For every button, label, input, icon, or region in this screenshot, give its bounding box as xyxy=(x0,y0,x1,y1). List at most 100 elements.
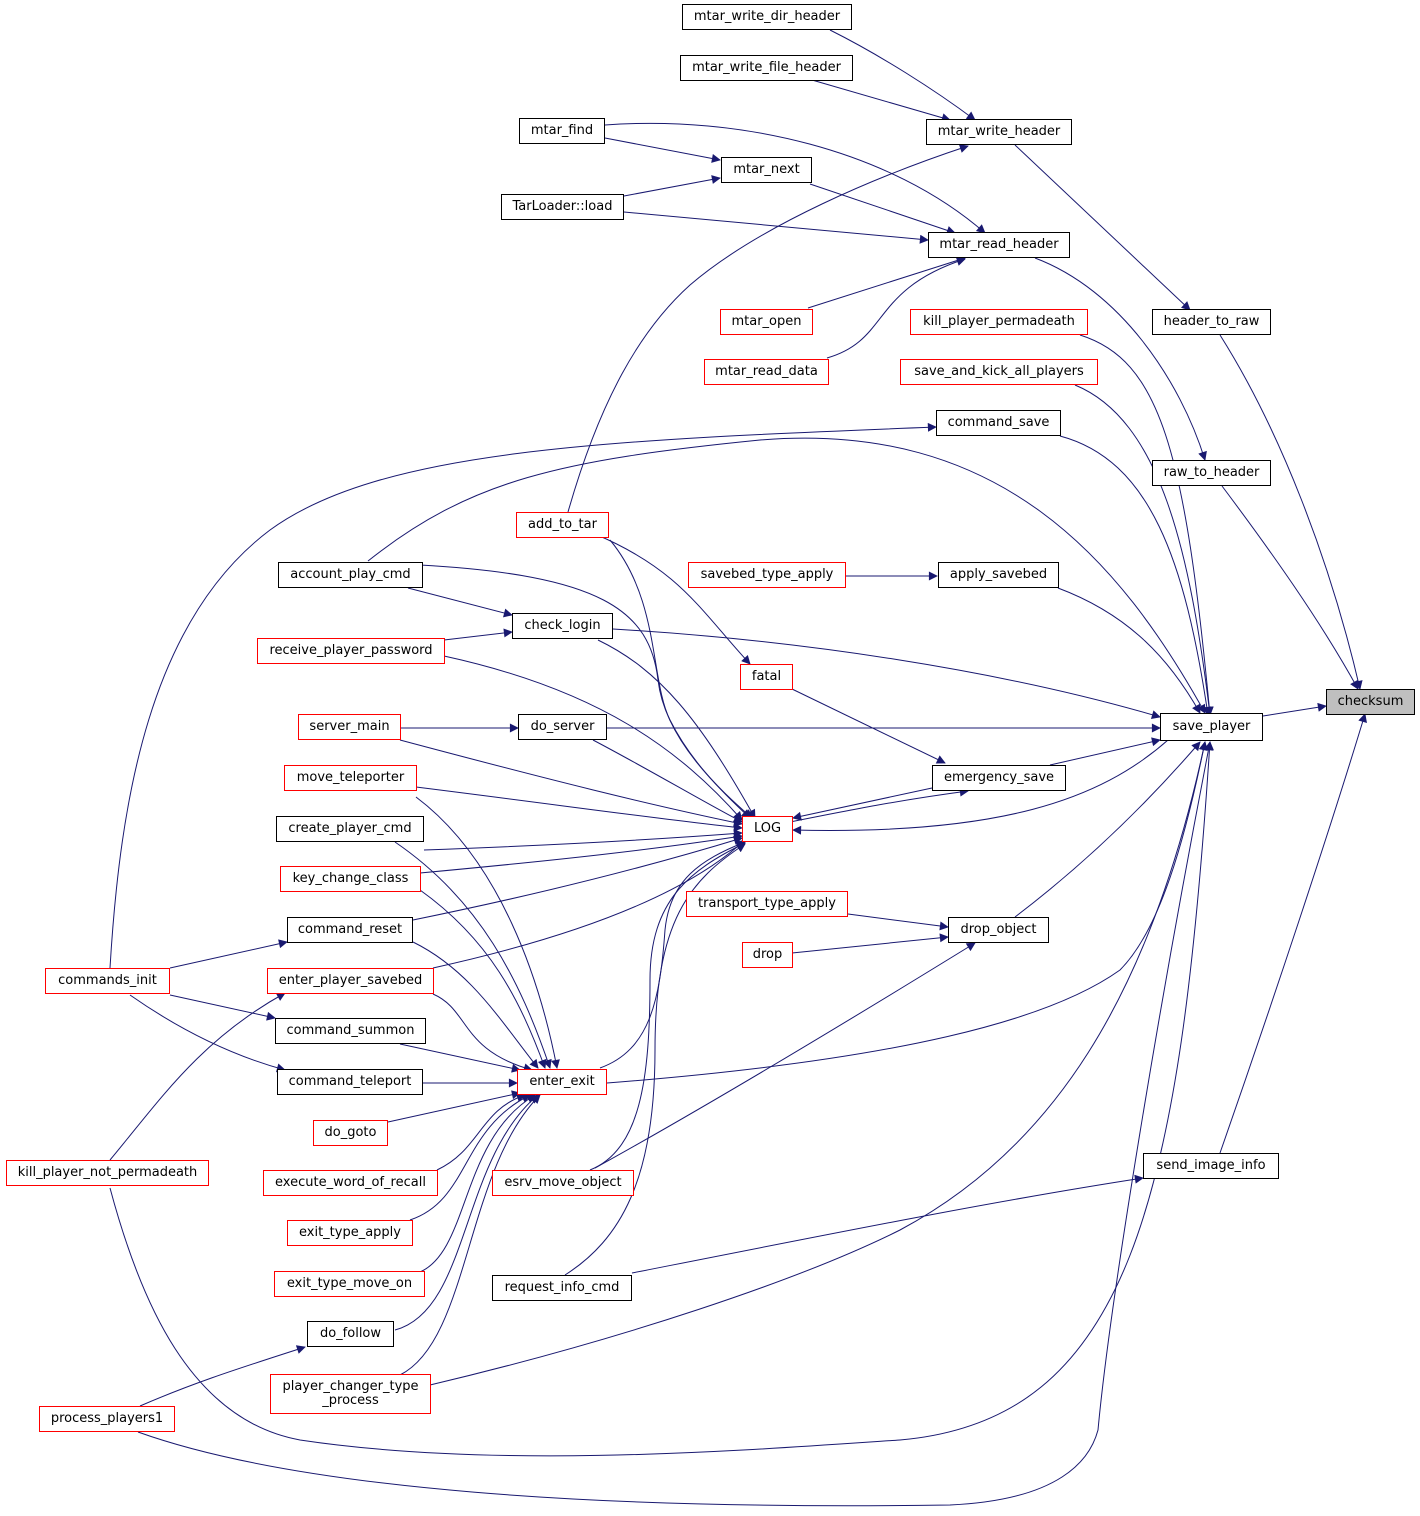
node-command-summon[interactable]: command_summon xyxy=(275,1018,426,1044)
node-mtar-open[interactable]: mtar_open xyxy=(720,309,813,335)
node-apply-savebed[interactable]: apply_savebed xyxy=(938,562,1059,588)
node-label: LOG xyxy=(753,821,782,836)
edge xyxy=(409,1094,531,1221)
edge xyxy=(399,1043,521,1073)
edge xyxy=(443,628,513,641)
edge xyxy=(129,994,286,1073)
node-commands-init[interactable]: commands_init xyxy=(45,968,170,994)
edge xyxy=(789,787,969,823)
node-mtar-write-dir-header[interactable]: mtar_write_dir_header xyxy=(682,4,852,30)
edge xyxy=(436,1093,526,1171)
node-esrv-move-object[interactable]: esrv_move_object xyxy=(492,1170,634,1196)
node-raw-to-header[interactable]: raw_to_header xyxy=(1152,460,1271,486)
node-receive-player-password[interactable]: receive_player_password xyxy=(257,638,445,664)
node-header-to-raw[interactable]: header_to_raw xyxy=(1152,309,1271,335)
edge xyxy=(807,256,966,309)
node-label: emergency_save xyxy=(943,770,1055,785)
node-server-main[interactable]: server_main xyxy=(298,714,401,740)
node-move-teleporter[interactable]: move_teleporter xyxy=(284,765,417,791)
edge xyxy=(809,183,956,235)
edge xyxy=(1219,713,1367,1154)
node-label: do_goto xyxy=(324,1125,377,1140)
node-mtar-next[interactable]: mtar_next xyxy=(721,157,812,183)
edge xyxy=(791,688,946,764)
node-label: mtar_write_dir_header xyxy=(693,9,841,24)
node-execute-word-of-recall[interactable]: execute_word_of_recall xyxy=(263,1170,438,1196)
node-label: account_play_cmd xyxy=(290,567,411,582)
node-create-player-cmd[interactable]: create_player_cmd xyxy=(276,816,424,842)
node-fatal[interactable]: fatal xyxy=(740,664,793,690)
node-label: mtar_read_data xyxy=(715,364,818,379)
node-transport-type-apply[interactable]: transport_type_apply xyxy=(686,891,848,917)
node-emergency-save[interactable]: emergency_save xyxy=(932,765,1066,791)
node-label: do_follow xyxy=(319,1326,382,1341)
node-drop-object[interactable]: drop_object xyxy=(948,917,1049,943)
node-checksum[interactable]: checksum xyxy=(1326,689,1415,715)
node-label: save_and_kick_all_players xyxy=(914,364,1084,379)
edge xyxy=(564,843,746,1276)
edge xyxy=(594,533,751,665)
node-label: drop xyxy=(752,947,783,962)
node-enter-player-savebed[interactable]: enter_player_savebed xyxy=(267,968,434,994)
edge xyxy=(826,257,966,359)
node-exit-type-apply[interactable]: exit_type_apply xyxy=(287,1220,413,1246)
node-command-reset[interactable]: command_reset xyxy=(287,917,413,943)
node-command-save[interactable]: command_save xyxy=(936,410,1061,436)
node-mtar-read-data[interactable]: mtar_read_data xyxy=(704,359,829,385)
node-label: do_server xyxy=(530,719,595,734)
node-do-goto[interactable]: do_goto xyxy=(313,1120,388,1146)
node-label: savebed_type_apply xyxy=(700,567,834,582)
node-check-login[interactable]: check_login xyxy=(512,613,613,639)
edge xyxy=(169,994,276,1021)
node-label: exit_type_apply xyxy=(299,1225,401,1240)
node-send-image-info[interactable]: send_image_info xyxy=(1143,1153,1279,1179)
edge xyxy=(589,842,746,1171)
node-mtar-read-header[interactable]: mtar_read_header xyxy=(928,232,1070,258)
node-label: command_summon xyxy=(286,1023,415,1038)
node-enter-exit[interactable]: enter_exit xyxy=(517,1069,607,1095)
node-label: player_changer_type _process xyxy=(282,1379,419,1408)
node-label: create_player_cmd xyxy=(288,821,412,836)
node-key-change-class[interactable]: key_change_class xyxy=(280,866,421,892)
edge xyxy=(597,639,756,819)
edge xyxy=(1059,435,1212,716)
node-label: TarLoader::load xyxy=(512,199,613,214)
node-save-and-kick-all-players[interactable]: save_and_kick_all_players xyxy=(900,359,1098,385)
node-label: mtar_read_header xyxy=(939,237,1059,252)
node-add-to-tar[interactable]: add_to_tar xyxy=(516,512,609,538)
node-mtar-write-file-header[interactable]: mtar_write_file_header xyxy=(680,55,853,81)
node-label: checksum xyxy=(1337,694,1404,709)
node-label: send_image_info xyxy=(1156,1158,1266,1173)
node-kill-player-permadeath[interactable]: kill_player_permadeath xyxy=(910,309,1088,335)
edge xyxy=(612,628,1161,720)
node-mtar-find[interactable]: mtar_find xyxy=(519,118,605,144)
edge xyxy=(594,942,976,1169)
edge xyxy=(419,832,743,874)
node-account-play-cmd[interactable]: account_play_cmd xyxy=(278,562,423,588)
node-label: move_teleporter xyxy=(296,770,405,785)
node-drop[interactable]: drop xyxy=(742,942,793,968)
node-tarloader-load[interactable]: TarLoader::load xyxy=(501,194,624,220)
edge xyxy=(415,786,743,832)
edge xyxy=(792,739,1169,835)
node-do-follow[interactable]: do_follow xyxy=(307,1321,394,1347)
edge xyxy=(604,137,721,163)
node-request-info-cmd[interactable]: request_info_cmd xyxy=(492,1275,632,1301)
node-savebed-type-apply[interactable]: savebed_type_apply xyxy=(688,562,846,588)
node-do-server[interactable]: do_server xyxy=(518,714,607,740)
edge xyxy=(1262,702,1327,717)
edge xyxy=(139,1345,306,1407)
node-label: apply_savebed xyxy=(949,567,1048,582)
edge xyxy=(604,122,986,234)
node-process-players1[interactable]: process_players1 xyxy=(39,1406,175,1432)
node-save-player[interactable]: save_player xyxy=(1160,713,1263,741)
node-log[interactable]: LOG xyxy=(742,816,793,842)
node-kill-player-not-permadeath[interactable]: kill_player_not_permadeath xyxy=(6,1160,209,1186)
node-mtar-write-header[interactable]: mtar_write_header xyxy=(926,119,1072,145)
edge xyxy=(791,933,949,954)
node-player-changer-type-process[interactable]: player_changer_type _process xyxy=(270,1374,431,1414)
node-command-teleport[interactable]: command_teleport xyxy=(277,1069,423,1095)
edge xyxy=(567,144,969,513)
node-exit-type-move-on[interactable]: exit_type_move_on xyxy=(274,1271,425,1297)
